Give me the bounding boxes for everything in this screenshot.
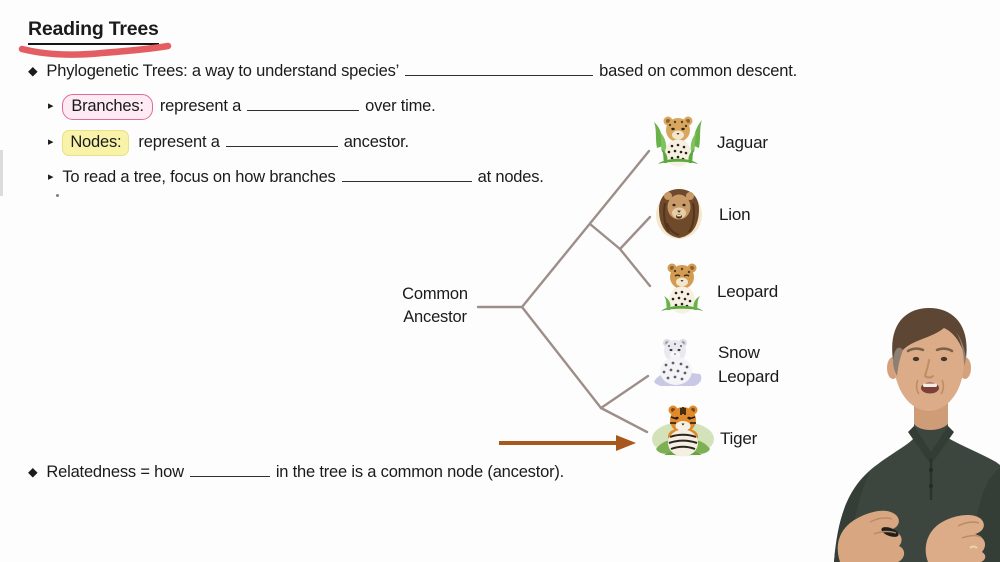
nodes-text-post: ancestor. xyxy=(343,133,409,151)
bullet-phylogenetic-trees: ◆ Phylogenetic Trees: a way to understand… xyxy=(28,60,797,83)
readtree-text-post: at nodes. xyxy=(477,168,544,186)
page-title: Reading Trees xyxy=(28,18,159,45)
diamond-bullet-icon: ◆ xyxy=(28,465,38,479)
diamond-bullet-icon: ◆ xyxy=(28,64,38,78)
leopard-icon xyxy=(661,263,703,314)
fill-blank-lineage xyxy=(247,108,360,111)
presenter-person xyxy=(830,300,1000,562)
bullet1-text-pre: Phylogenetic Trees: a way to understand … xyxy=(46,62,400,80)
lion-icon xyxy=(653,183,705,246)
snow-leopard-icon xyxy=(654,339,702,386)
jaguar-icon xyxy=(650,112,706,173)
taxon-label-leopard: Leopard xyxy=(717,282,778,301)
sub-bullet-read-tree: ▸ To read a tree, focus on how branches at… xyxy=(48,166,544,190)
taxon-label-tiger: Tiger xyxy=(720,429,758,448)
presenter-illustration xyxy=(834,308,1000,562)
branches-text-post: over time. xyxy=(365,97,436,115)
relatedness-text-pre: Relatedness = how xyxy=(46,463,184,481)
lion-icon xyxy=(656,189,702,239)
nodes-tag: Nodes: xyxy=(62,130,130,156)
bullet-relatedness: ◆ Relatedness = how in the tree is a commo… xyxy=(28,461,564,484)
sub-bullet-nodes: ▸ Nodes: represent a ancestor. xyxy=(48,130,409,156)
bullet1-text-post: based on common descent. xyxy=(599,62,798,80)
triangle-bullet-icon: ▸ xyxy=(48,171,54,183)
sub-bullet-branches: ▸ Branches: represent a over time. xyxy=(48,94,436,120)
fill-blank-split xyxy=(341,179,472,182)
fill-blank-close xyxy=(189,474,270,477)
left-edge-artifact xyxy=(0,150,3,196)
stray-mark xyxy=(56,194,59,197)
fill-blank-common xyxy=(225,144,338,147)
branches-text-pre: represent a xyxy=(159,97,242,115)
snow-leopard-icon xyxy=(648,335,704,394)
common-ancestor-label: Common Ancestor xyxy=(402,285,468,326)
taxon-label-lion: Lion xyxy=(719,205,751,224)
triangle-bullet-icon: ▸ xyxy=(48,136,54,148)
taxon-label-snow-leopard: Snow Leopard xyxy=(718,343,779,386)
nodes-text-pre: represent a xyxy=(138,133,220,151)
tiger-icon xyxy=(650,403,716,462)
taxon-label-jaguar: Jaguar xyxy=(717,133,768,152)
leopard-icon xyxy=(655,259,709,320)
jaguar-icon xyxy=(654,116,702,167)
readtree-text-pre: To read a tree, focus on how branches xyxy=(62,168,336,186)
branches-tag: Branches: xyxy=(62,94,153,120)
tiger-arrow xyxy=(499,435,636,451)
tiger-icon xyxy=(652,405,714,457)
fill-blank-relationships xyxy=(405,73,594,76)
relatedness-text-post: in the tree is a common node (ancestor). xyxy=(275,463,565,481)
triangle-bullet-icon: ▸ xyxy=(48,100,54,112)
